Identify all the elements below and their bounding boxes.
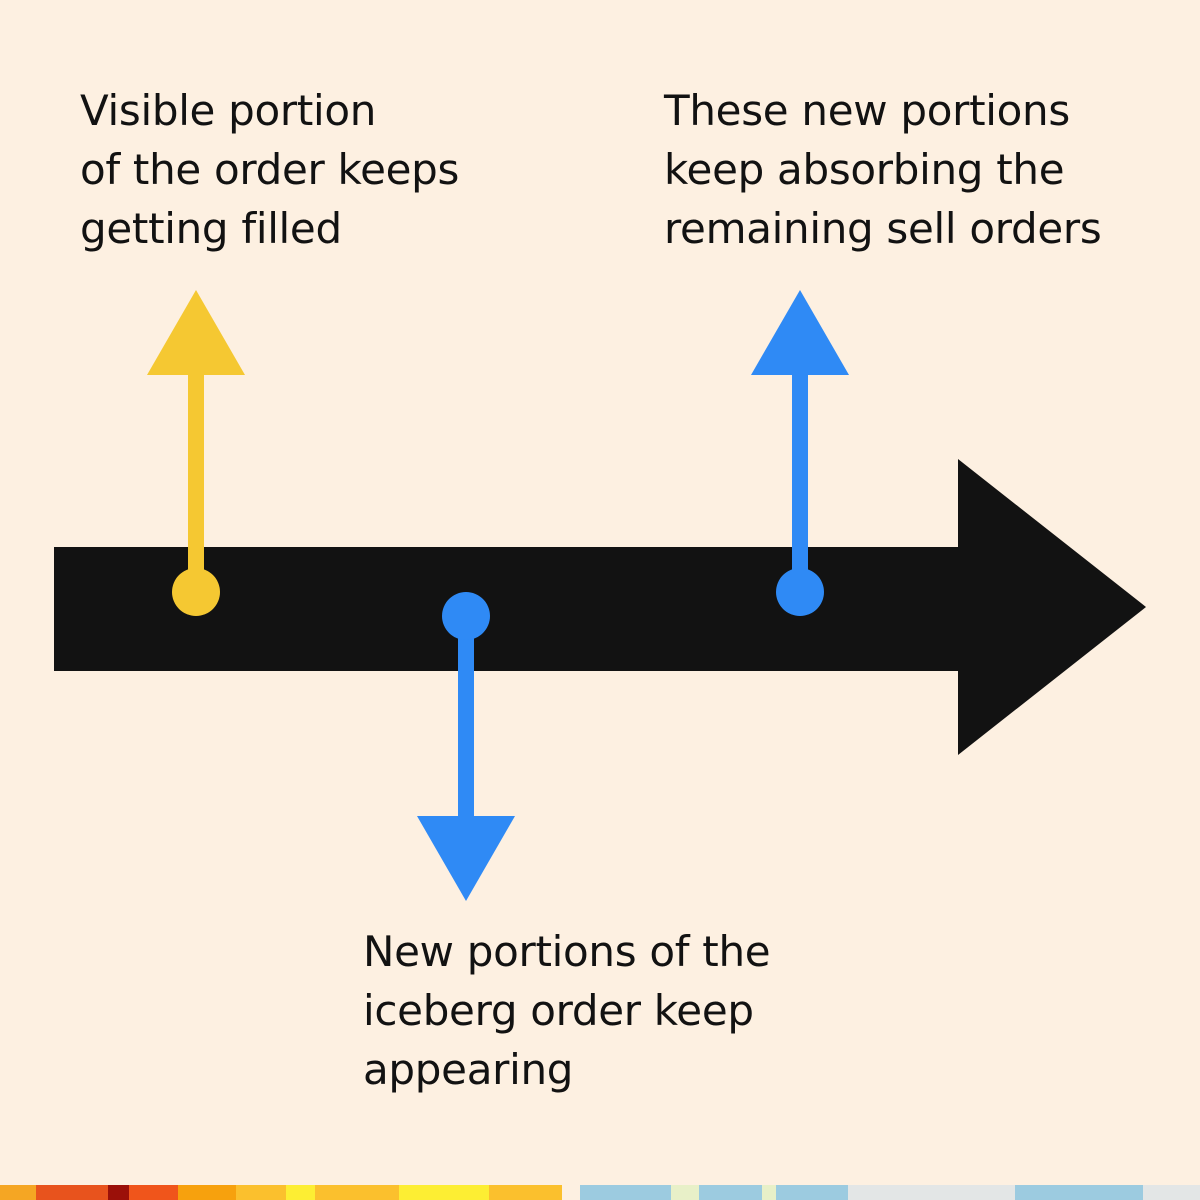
strip-segment bbox=[776, 1185, 848, 1200]
visible-portion-dot bbox=[172, 568, 220, 616]
strip-segment bbox=[36, 1185, 108, 1200]
strip-segment bbox=[580, 1185, 671, 1200]
absorbing-marker bbox=[751, 290, 849, 616]
label-line: remaining sell orders bbox=[664, 204, 1102, 253]
strip-segment bbox=[699, 1185, 762, 1200]
strip-segment bbox=[315, 1185, 399, 1200]
strip-segment bbox=[1015, 1185, 1143, 1200]
strip-segment bbox=[0, 1185, 36, 1200]
label-line: iceberg order keep bbox=[363, 986, 754, 1035]
new-portions-label: New portions of the iceberg order keep a… bbox=[363, 922, 771, 1099]
label-line: These new portions bbox=[664, 86, 1070, 135]
strip-segment bbox=[178, 1185, 236, 1200]
label-line: of the order keeps bbox=[80, 145, 460, 194]
strip-segment bbox=[399, 1185, 489, 1200]
strip-segment bbox=[762, 1185, 776, 1200]
label-line: Visible portion bbox=[80, 86, 377, 135]
strip-segment bbox=[108, 1185, 129, 1200]
visible-portion-marker bbox=[147, 290, 245, 616]
new-portions-arrow-head bbox=[417, 816, 515, 901]
strip-segment bbox=[848, 1185, 1015, 1200]
strip-segment bbox=[562, 1185, 580, 1200]
absorbing-arrow-shaft bbox=[792, 370, 808, 592]
absorbing-sell-orders-label: These new portions keep absorbing the re… bbox=[664, 81, 1102, 258]
timeline-arrow bbox=[54, 459, 1146, 755]
label-line: New portions of the bbox=[363, 927, 771, 976]
visible-portion-arrow-shaft bbox=[188, 370, 204, 592]
absorbing-arrow-head bbox=[751, 290, 849, 375]
absorbing-dot bbox=[776, 568, 824, 616]
strip-segment bbox=[286, 1185, 315, 1200]
new-portions-arrow-shaft bbox=[458, 616, 474, 822]
label-line: appearing bbox=[363, 1045, 574, 1094]
label-line: keep absorbing the bbox=[664, 145, 1065, 194]
strip-segment bbox=[129, 1185, 178, 1200]
visible-portion-label: Visible portion of the order keeps getti… bbox=[80, 81, 459, 258]
footer-color-strip bbox=[0, 1185, 1200, 1200]
strip-segment bbox=[671, 1185, 699, 1200]
label-line: getting filled bbox=[80, 204, 342, 253]
strip-segment bbox=[489, 1185, 562, 1200]
new-portions-marker bbox=[417, 592, 515, 901]
strip-segment bbox=[1143, 1185, 1200, 1200]
new-portions-dot bbox=[442, 592, 490, 640]
visible-portion-arrow-head bbox=[147, 290, 245, 375]
strip-segment bbox=[236, 1185, 286, 1200]
